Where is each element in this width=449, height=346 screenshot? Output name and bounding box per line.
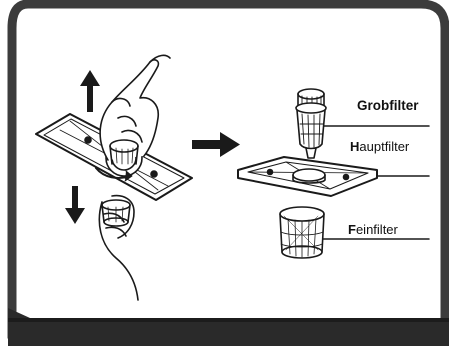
frame-bottom-shade	[8, 318, 449, 322]
feinfilter-label-initial: F	[348, 222, 356, 237]
hauptfilter-label-rest: auptfilter	[359, 139, 409, 154]
hauptfilter-label-initial: H	[350, 139, 359, 154]
grobfilter-label: Grobfilter	[357, 98, 419, 113]
frame-border	[12, 4, 445, 334]
hauptfilter-label: Hauptfilter	[350, 139, 409, 154]
feinfilter-label-rest: einfilter	[356, 222, 398, 237]
feinfilter-label: Feinfilter	[348, 222, 398, 237]
